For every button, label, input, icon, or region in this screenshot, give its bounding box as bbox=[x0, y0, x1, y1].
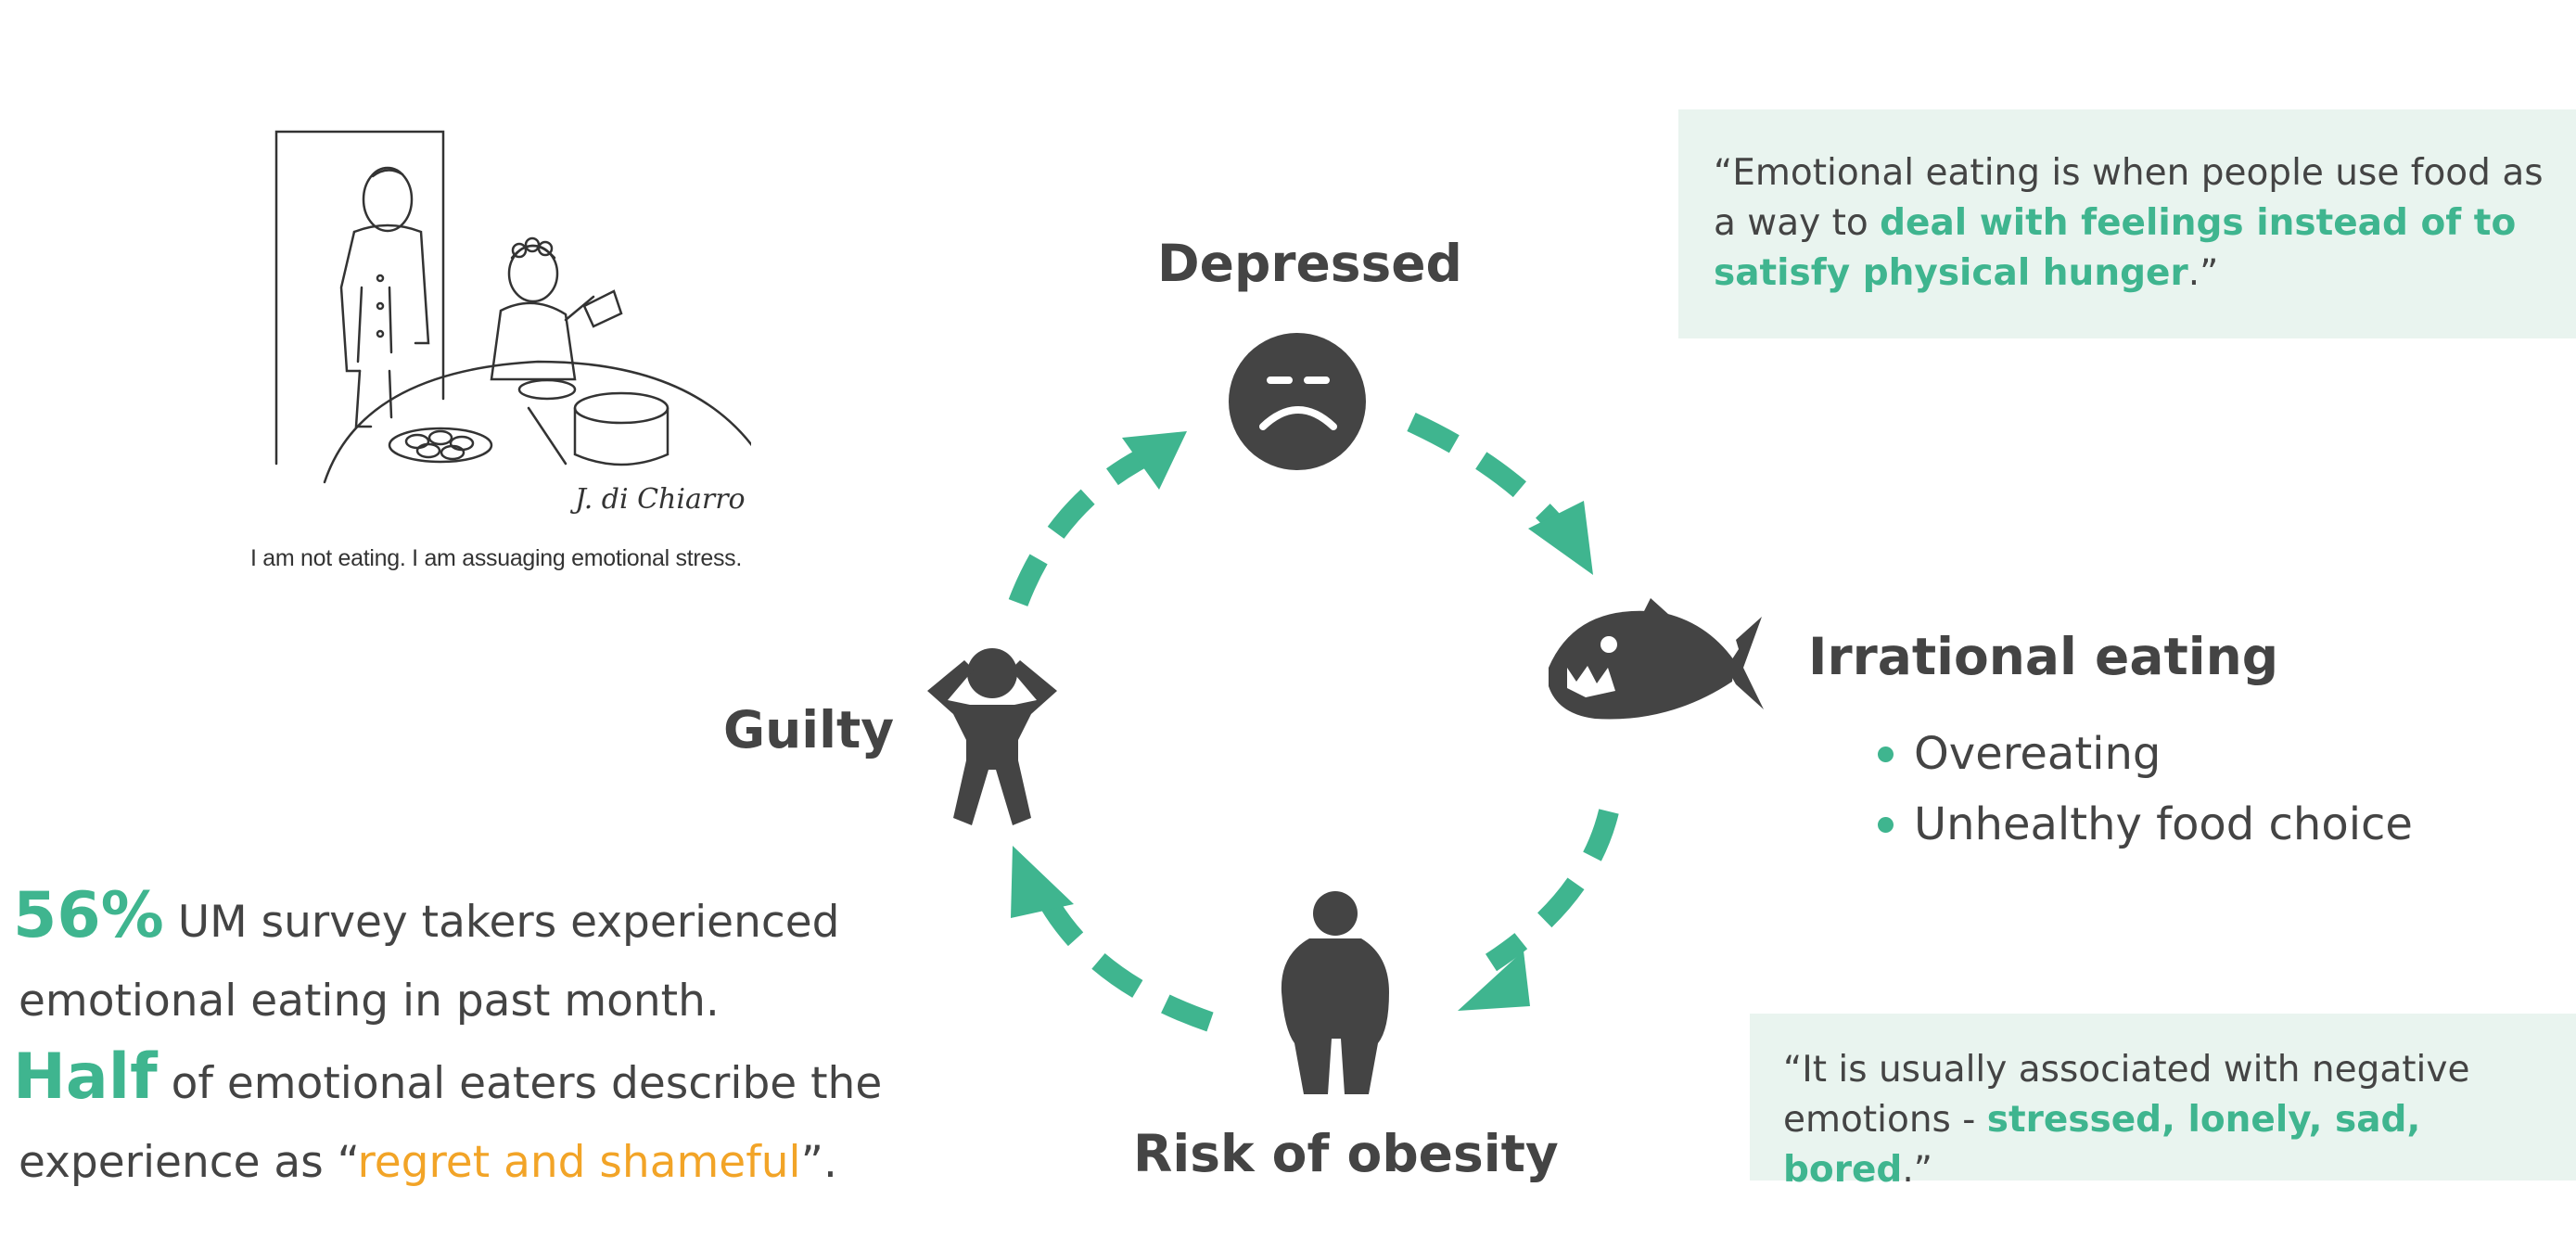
stat-number: 56% bbox=[13, 879, 164, 952]
arrow-guilty-to-depressed bbox=[1008, 450, 1146, 606]
stat-highlight: regret and shameful bbox=[357, 1137, 801, 1188]
arrowhead-depressed bbox=[1122, 431, 1187, 490]
stat-number: Half bbox=[13, 1040, 158, 1114]
arrow-irrational-to-obesity bbox=[1485, 809, 1619, 972]
stat-text-end: ”. bbox=[800, 1137, 837, 1188]
stat-survey-line2: emotional eating in past month. bbox=[19, 976, 720, 1027]
bullet-dot-icon bbox=[1878, 816, 1894, 833]
emotions-quote-text: “It is usually associated with negative … bbox=[1783, 1045, 2571, 1195]
irrational-eating-bullets: Overeating Unhealthy food choice bbox=[1878, 719, 2413, 860]
arrowhead-guilty bbox=[1011, 846, 1074, 918]
list-item: Overeating bbox=[1878, 719, 2413, 789]
stat-half-line2: experience as “regret and shameful”. bbox=[19, 1137, 837, 1188]
stat-text: of emotional eaters describe the bbox=[157, 1058, 883, 1109]
quote-text-end: .” bbox=[2187, 252, 2219, 294]
bullet-dot-icon bbox=[1878, 746, 1894, 762]
quote-text-plain: “It is usually associated with negative … bbox=[1783, 1049, 2470, 1141]
quote-text-end: .” bbox=[1902, 1149, 1932, 1191]
bullet-text: Unhealthy food choice bbox=[1914, 798, 2413, 850]
node-label-depressed: Depressed bbox=[1157, 234, 1462, 293]
list-item: Unhealthy food choice bbox=[1878, 789, 2413, 860]
node-label-irrational-eating: Irrational eating bbox=[1808, 627, 2279, 686]
cartoon-caption: I am not eating. I am assuaging emotiona… bbox=[249, 545, 743, 571]
node-label-guilty: Guilty bbox=[723, 700, 895, 759]
bullet-text: Overeating bbox=[1914, 728, 2162, 780]
node-label-risk-of-obesity: Risk of obesity bbox=[1133, 1124, 1559, 1183]
cycle-arrows bbox=[1008, 413, 1619, 1032]
arrowhead-obesity bbox=[1458, 951, 1530, 1011]
definition-quote-text: “Emotional eating is when people use foo… bbox=[1714, 148, 2571, 299]
quote-text-highlight: stressed, lonely, sad, bored bbox=[1783, 1099, 2421, 1191]
sad-face-icon bbox=[1229, 333, 1366, 470]
stat-half-line1: Half of emotional eaters describe the bbox=[13, 1040, 882, 1114]
emotions-quote-box: “It is usually associated with negative … bbox=[1750, 1014, 2576, 1191]
quote-text-highlight: deal with feelings instead of to satisfy… bbox=[1714, 202, 2517, 294]
svg-text:J. di Chiarro: J. di Chiarro bbox=[569, 483, 746, 516]
arrow-depressed-to-irrational bbox=[1407, 413, 1574, 542]
quote-text-plain: “Emotional eating is when people use foo… bbox=[1714, 152, 2544, 244]
obese-person-icon bbox=[1281, 891, 1389, 1094]
piranha-fish-icon bbox=[1549, 598, 1764, 720]
guilty-person-icon bbox=[927, 648, 1057, 825]
definition-quote-box: “Emotional eating is when people use foo… bbox=[1678, 109, 2576, 338]
stat-survey-line1: 56% UM survey takers experienced bbox=[13, 879, 839, 952]
arrow-obesity-to-guilty bbox=[1040, 899, 1214, 1032]
cartoon-illustration: J. di Chiarro bbox=[274, 130, 751, 516]
stat-text: UM survey takers experienced bbox=[163, 897, 840, 948]
arrowhead-irrational bbox=[1528, 501, 1593, 575]
stat-text: experience as “ bbox=[19, 1137, 358, 1188]
